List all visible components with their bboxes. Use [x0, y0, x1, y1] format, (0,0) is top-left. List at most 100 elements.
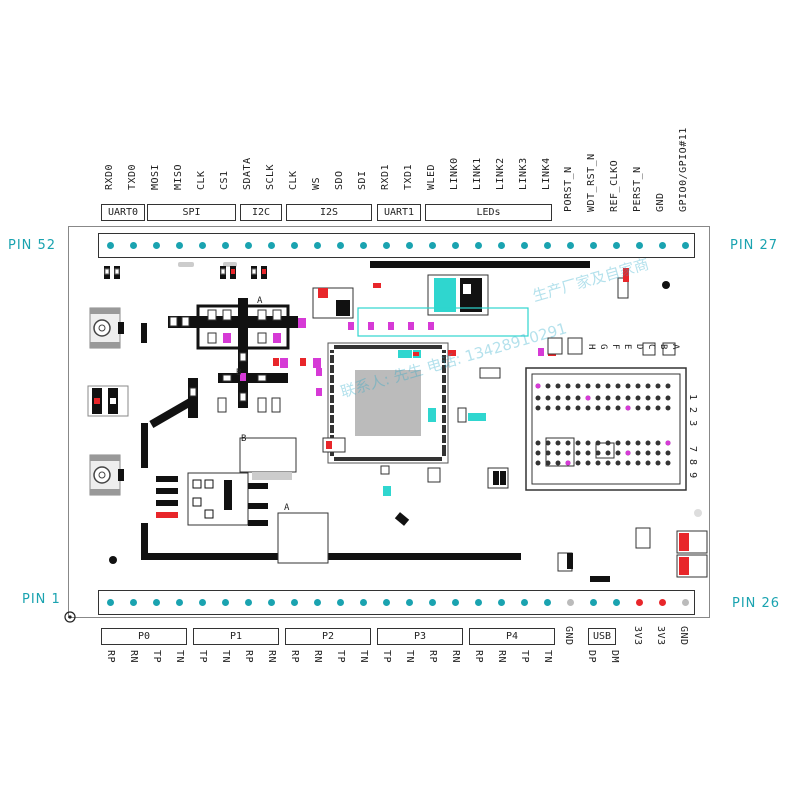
bottom-signal-label: TP [151, 650, 162, 664]
bottom-signal-label: 3V3 [632, 626, 643, 646]
top-signal-label: LINK2 [495, 157, 506, 190]
pin-pad [452, 599, 459, 606]
pin-pad [521, 599, 528, 606]
bottom-signal-label: RP [473, 650, 484, 664]
passive-cluster [149, 287, 354, 428]
top-signal-label: CLK [196, 170, 207, 190]
rf-filter-block [87, 385, 129, 417]
pin-pad [153, 599, 160, 606]
top-signal-label: LINK4 [541, 157, 552, 190]
top-signal-label: SDO [334, 170, 345, 190]
top-signal-label: CLK [288, 170, 299, 190]
chip-outline-b [239, 437, 297, 473]
bottom-signal-label: TP [381, 650, 392, 664]
pin-pad [590, 242, 597, 249]
bottom-signal-label: 3V3 [655, 626, 666, 646]
pin-pad [222, 599, 229, 606]
crystal-oscillator [357, 274, 529, 337]
component-mark: A [257, 296, 263, 306]
jumper-marker-top: 1 2 3 [687, 394, 698, 427]
pin-52-label: PIN 52 [8, 238, 57, 253]
group-uart1: UART1 [377, 204, 421, 221]
pin-pad [452, 242, 459, 249]
pin-pad [429, 242, 436, 249]
jumper-letter: D [634, 344, 644, 350]
bottom-signal-label: TP [519, 650, 530, 664]
group-p0: P0 [101, 628, 187, 645]
pin-pad [383, 242, 390, 249]
top-signal-label: GPIO0/GPIO#11 [678, 127, 689, 212]
jumper-letter: C [646, 344, 656, 350]
pin-pad [567, 242, 574, 249]
bottom-signal-label: RP [289, 650, 300, 664]
pin-pad [107, 242, 114, 249]
bottom-signal-label: TN [220, 650, 231, 664]
main-soc-chip [322, 342, 449, 483]
pin-1-label: PIN 1 [22, 592, 61, 607]
lower-left-chip-array [156, 472, 268, 526]
bottom-signal-label: TP [335, 650, 346, 664]
pin-pad [475, 242, 482, 249]
pin-pad [268, 242, 275, 249]
pin-pad [314, 242, 321, 249]
top-signal-label: RXD0 [104, 163, 115, 190]
bottom-signal-label: DM [609, 650, 620, 664]
pin-pad [337, 242, 344, 249]
top-signal-label: WLED [426, 163, 437, 190]
top-signal-label: CS1 [219, 170, 230, 190]
group-leds: LEDs [425, 204, 552, 221]
top-signal-label: SDI [357, 170, 368, 190]
pin-pad [682, 242, 689, 249]
pin-pad-ground [567, 599, 574, 606]
pin-pad [314, 599, 321, 606]
bottom-signal-label: RP [427, 650, 438, 664]
bottom-signal-label: TN [174, 650, 185, 664]
pin-pad-ground [682, 599, 689, 606]
pin-pad [245, 599, 252, 606]
pin-pad [636, 242, 643, 249]
top-signal-label: PERST_N [632, 166, 643, 212]
bottom-signal-label: RN [266, 650, 277, 664]
pin-pad [291, 242, 298, 249]
pin-1-marker-icon [64, 611, 76, 623]
jumper-letter: G [598, 344, 608, 350]
pin-pad [475, 599, 482, 606]
top-signal-label: WS [311, 176, 322, 190]
pin-pad [199, 599, 206, 606]
pin-pad [360, 242, 367, 249]
group-i2s: I2S [286, 204, 372, 221]
component-mark: B [241, 434, 247, 444]
top-pin-header [98, 233, 695, 258]
component-mark: B [236, 368, 242, 378]
pin-pad-power [659, 599, 666, 606]
bottom-signal-label: GND [678, 626, 689, 646]
bottom-signal-label: GND [563, 626, 574, 646]
pin-pad [337, 599, 344, 606]
pin-pad [406, 599, 413, 606]
pin-pad [521, 242, 528, 249]
top-signal-label: TXD1 [403, 163, 414, 190]
pin-pad [498, 242, 505, 249]
top-signal-label: SCLK [265, 163, 276, 190]
pin-pad [130, 599, 137, 606]
bottom-signal-label: RN [496, 650, 507, 664]
bottom-signal-label: RN [128, 650, 139, 664]
bottom-signal-label: RP [105, 650, 116, 664]
pin-pad [613, 599, 620, 606]
group-p2: P2 [285, 628, 371, 645]
pin-pad [613, 242, 620, 249]
jumper-letter: B [658, 344, 668, 350]
jumper-field [525, 367, 687, 491]
top-signal-label: LINK1 [472, 157, 483, 190]
top-signal-label: LINK0 [449, 157, 460, 190]
pin-pad [360, 599, 367, 606]
bottom-signal-label: RN [450, 650, 461, 664]
antenna-connector-top [89, 307, 124, 349]
pin-pad [176, 599, 183, 606]
chip-outline-a [277, 512, 329, 564]
group-p1: P1 [193, 628, 279, 645]
pin-26-label: PIN 26 [732, 596, 781, 611]
top-signal-label: MOSI [150, 163, 161, 190]
jumper-letter: F [610, 344, 620, 350]
jumper-letter: E [622, 344, 632, 350]
